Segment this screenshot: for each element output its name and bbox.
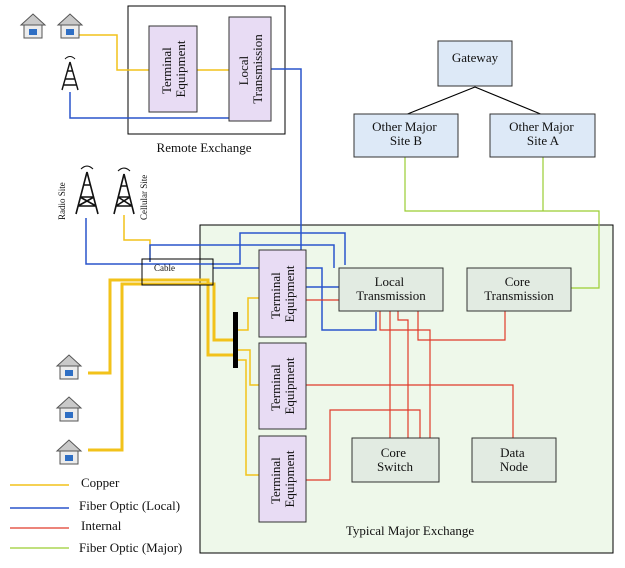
house-icon — [19, 13, 47, 39]
cellular-tower-icon — [113, 167, 135, 215]
svg-text:Terminal Equipment: Terminal Equipment — [268, 450, 297, 507]
major-core-switch: Core Switch — [351, 437, 440, 483]
remote-exchange-caption: Remote Exchange — [157, 140, 252, 155]
major-data-node: Data Node — [471, 437, 557, 483]
site-a-box: Other Major Site A — [489, 113, 596, 158]
distribution-bar — [233, 312, 238, 368]
legend-fiber-major-label: Fiber Optic (Major) — [79, 540, 182, 555]
major-exchange-caption: Typical Major Exchange — [346, 523, 475, 538]
house-icon — [56, 13, 84, 39]
legend: Copper Fiber Optic (Local) Internal Fibe… — [10, 475, 182, 555]
svg-text:Terminal Equipment: Terminal Equipment — [268, 357, 297, 414]
svg-text:Local Transmission: Local Transmission — [236, 34, 265, 104]
legend-copper-label: Copper — [81, 475, 120, 490]
svg-text:Core Switch: Core Switch — [377, 445, 414, 474]
copper-lines — [78, 34, 259, 476]
cable-box — [141, 258, 214, 286]
cable-label: Cable — [154, 263, 175, 273]
svg-text:Other Major Site B: Other Major Site B — [372, 119, 440, 148]
house-icon — [55, 439, 83, 465]
svg-text:Core Transmission: Core Transmission — [484, 274, 554, 303]
svg-text:Terminal Equipment: Terminal Equipment — [268, 265, 297, 322]
major-terminal-equipment-1: Terminal Equipment — [258, 249, 307, 338]
major-local-transmission: Local Transmission — [338, 267, 444, 312]
house-icon — [55, 396, 83, 422]
major-terminal-equipment-2: Terminal Equipment — [258, 342, 307, 430]
radio-site-label: Radio Site — [57, 182, 67, 220]
radio-tower-icon — [75, 165, 99, 215]
svg-text:Gateway: Gateway — [452, 50, 499, 65]
gateway-box: Gateway — [437, 40, 513, 87]
radio-tower-icon — [61, 56, 79, 91]
svg-text:Data Node: Data Node — [500, 445, 528, 474]
remote-terminal-equipment: Terminal Equipment — [148, 25, 198, 113]
fiber-major-lines — [404, 157, 600, 289]
legend-fiber-local-label: Fiber Optic (Local) — [79, 498, 180, 513]
house-icon — [55, 354, 83, 380]
remote-local-transmission: Local Transmission — [228, 16, 272, 122]
legend-internal-label: Internal — [81, 518, 122, 533]
svg-text:Other Major Site A: Other Major Site A — [509, 119, 577, 148]
svg-text:Terminal Equipment: Terminal Equipment — [159, 40, 188, 97]
svg-text:Local Transmission: Local Transmission — [356, 274, 426, 303]
fiber-local-lines — [69, 68, 377, 331]
cellular-site-label: Cellular Site — [139, 175, 149, 220]
site-b-box: Other Major Site B — [353, 113, 459, 158]
major-core-transmission: Core Transmission — [466, 267, 572, 312]
major-terminal-equipment-3: Terminal Equipment — [258, 435, 307, 523]
